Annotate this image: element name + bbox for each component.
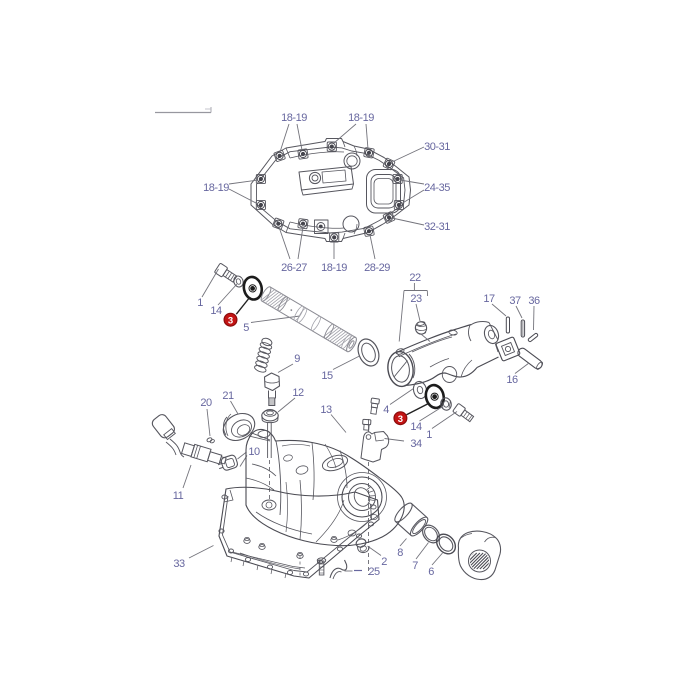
svg-text:14: 14 bbox=[410, 421, 422, 433]
svg-text:21: 21 bbox=[222, 390, 234, 402]
svg-text:30-31: 30-31 bbox=[424, 141, 450, 153]
svg-text:10: 10 bbox=[248, 446, 260, 458]
svg-text:37: 37 bbox=[509, 295, 521, 307]
svg-text:16: 16 bbox=[506, 374, 518, 386]
svg-text:14: 14 bbox=[210, 305, 222, 317]
svg-text:24-35: 24-35 bbox=[424, 182, 450, 194]
svg-text:9: 9 bbox=[294, 353, 300, 365]
svg-text:34: 34 bbox=[410, 438, 422, 450]
svg-text:15: 15 bbox=[321, 370, 333, 382]
svg-text:3: 3 bbox=[228, 316, 233, 327]
svg-text:36: 36 bbox=[528, 295, 540, 307]
svg-text:8: 8 bbox=[397, 547, 403, 559]
svg-text:6: 6 bbox=[428, 566, 434, 578]
svg-text:12: 12 bbox=[292, 387, 304, 399]
svg-text:32-31: 32-31 bbox=[424, 221, 450, 233]
svg-text:2: 2 bbox=[381, 556, 387, 568]
svg-text:18-19: 18-19 bbox=[203, 182, 229, 194]
svg-text:18-19: 18-19 bbox=[281, 112, 307, 124]
svg-text:23: 23 bbox=[410, 293, 422, 305]
svg-text:3: 3 bbox=[398, 414, 403, 425]
svg-text:1: 1 bbox=[426, 429, 432, 441]
svg-text:28-29: 28-29 bbox=[364, 262, 390, 274]
svg-text:20: 20 bbox=[200, 397, 212, 409]
svg-text:1: 1 bbox=[197, 297, 203, 309]
svg-text:25: 25 bbox=[368, 566, 380, 578]
svg-text:18-19: 18-19 bbox=[321, 262, 347, 274]
svg-text:18-19: 18-19 bbox=[348, 112, 374, 124]
svg-text:22: 22 bbox=[409, 272, 421, 284]
svg-text:33: 33 bbox=[173, 558, 185, 570]
svg-text:7: 7 bbox=[412, 560, 418, 572]
svg-text:4: 4 bbox=[383, 404, 389, 416]
svg-text:26-27: 26-27 bbox=[281, 262, 307, 274]
svg-text:5: 5 bbox=[243, 322, 249, 334]
svg-text:17: 17 bbox=[483, 293, 495, 305]
svg-text:11: 11 bbox=[173, 490, 184, 502]
svg-text:13: 13 bbox=[320, 404, 332, 416]
